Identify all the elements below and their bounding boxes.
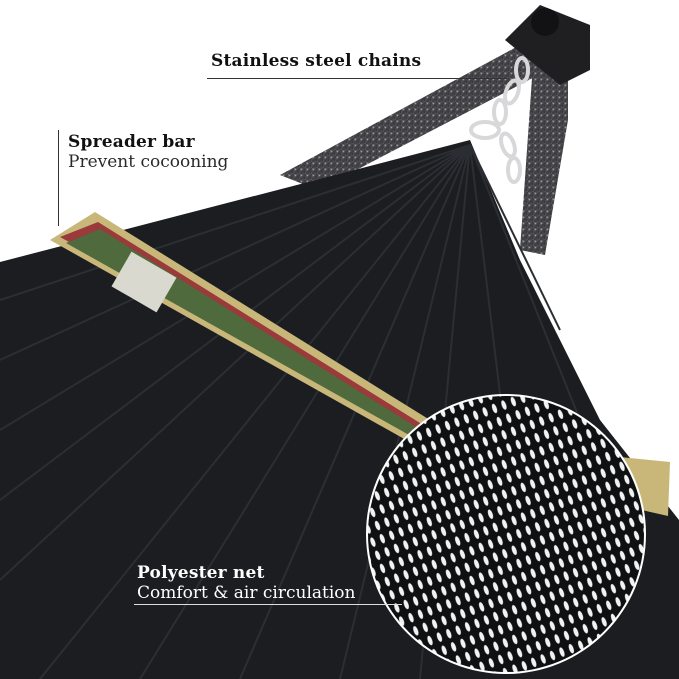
- stand-arm-right: [520, 60, 568, 255]
- net-callout: Polyester net Comfort & air circulation: [137, 563, 355, 603]
- net-callout-line: [134, 604, 402, 605]
- stand-arm-left: [280, 45, 548, 190]
- steel-chain: [469, 56, 530, 184]
- stand-joint: [505, 5, 590, 85]
- chains-callout: Stainless steel chains: [211, 51, 421, 71]
- spreader-callout-line: [58, 130, 59, 226]
- chains-callout-title: Stainless steel chains: [211, 51, 422, 71]
- spreader-callout-title: Spreader bar: [68, 132, 195, 152]
- mesh-closeup: [368, 396, 644, 672]
- chains-callout-line: [207, 78, 507, 79]
- spreader-callout-subtitle: Prevent cocooning: [68, 152, 229, 172]
- spreader-callout: Spreader bar Prevent cocooning: [68, 132, 228, 172]
- brand-label: [111, 251, 177, 313]
- net-callout-title: Polyester net: [137, 563, 265, 583]
- stand-bolt: [531, 8, 559, 36]
- net-callout-subtitle: Comfort & air circulation: [137, 583, 356, 603]
